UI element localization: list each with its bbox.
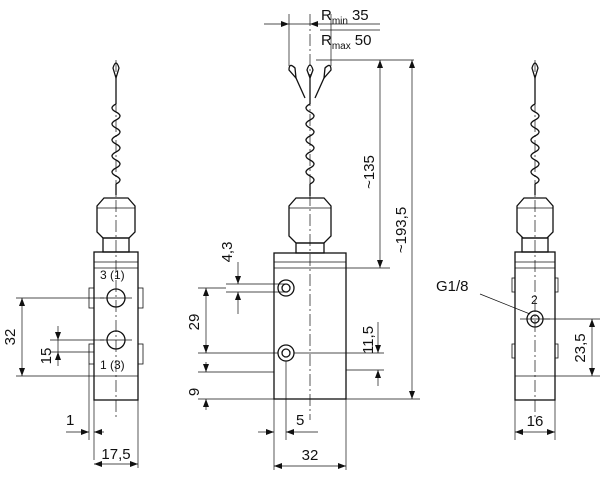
dim-11-5-group: 11,5 <box>294 322 384 386</box>
right-view: 2 G1/8 <box>436 60 559 420</box>
dim-16: 16 <box>527 413 544 430</box>
dim-32-left: 32 <box>2 329 19 346</box>
center-left-dimensions: 4,3 29 9 <box>186 242 286 410</box>
port-label-3-1: 3 (1) <box>100 268 125 282</box>
left-view: 3 (1) 1 (3) <box>88 60 144 420</box>
dim-1: 1 <box>66 412 74 429</box>
dim-4-3: 4,3 <box>219 242 236 263</box>
thread-label: G1/8 <box>436 278 469 295</box>
dim-5: 5 <box>296 412 304 429</box>
right-dimensions: 23,5 16 <box>514 318 600 440</box>
dim-15: 15 <box>38 348 55 365</box>
port-label-1-3: 1 (3) <box>100 358 125 372</box>
dim-32-bottom: 32 <box>302 447 319 464</box>
dim-193-5: ~193,5 <box>393 207 410 253</box>
left-dimensions: 32 15 1 17,5 <box>2 297 139 468</box>
height-dimensions: ~135 ~193,5 <box>316 59 420 400</box>
center-view <box>273 14 347 420</box>
dim-11-5: 11,5 <box>360 326 377 354</box>
dim-9: 9 <box>186 388 203 396</box>
dim-29: 29 <box>186 314 203 331</box>
center-bottom-dimensions: 5 32 <box>258 361 347 470</box>
dim-17-5: 17,5 <box>101 446 130 463</box>
dim-23-5: 23,5 <box>572 333 589 362</box>
port-label-2: 2 <box>531 293 538 307</box>
dim-135: ~135 <box>361 155 378 189</box>
